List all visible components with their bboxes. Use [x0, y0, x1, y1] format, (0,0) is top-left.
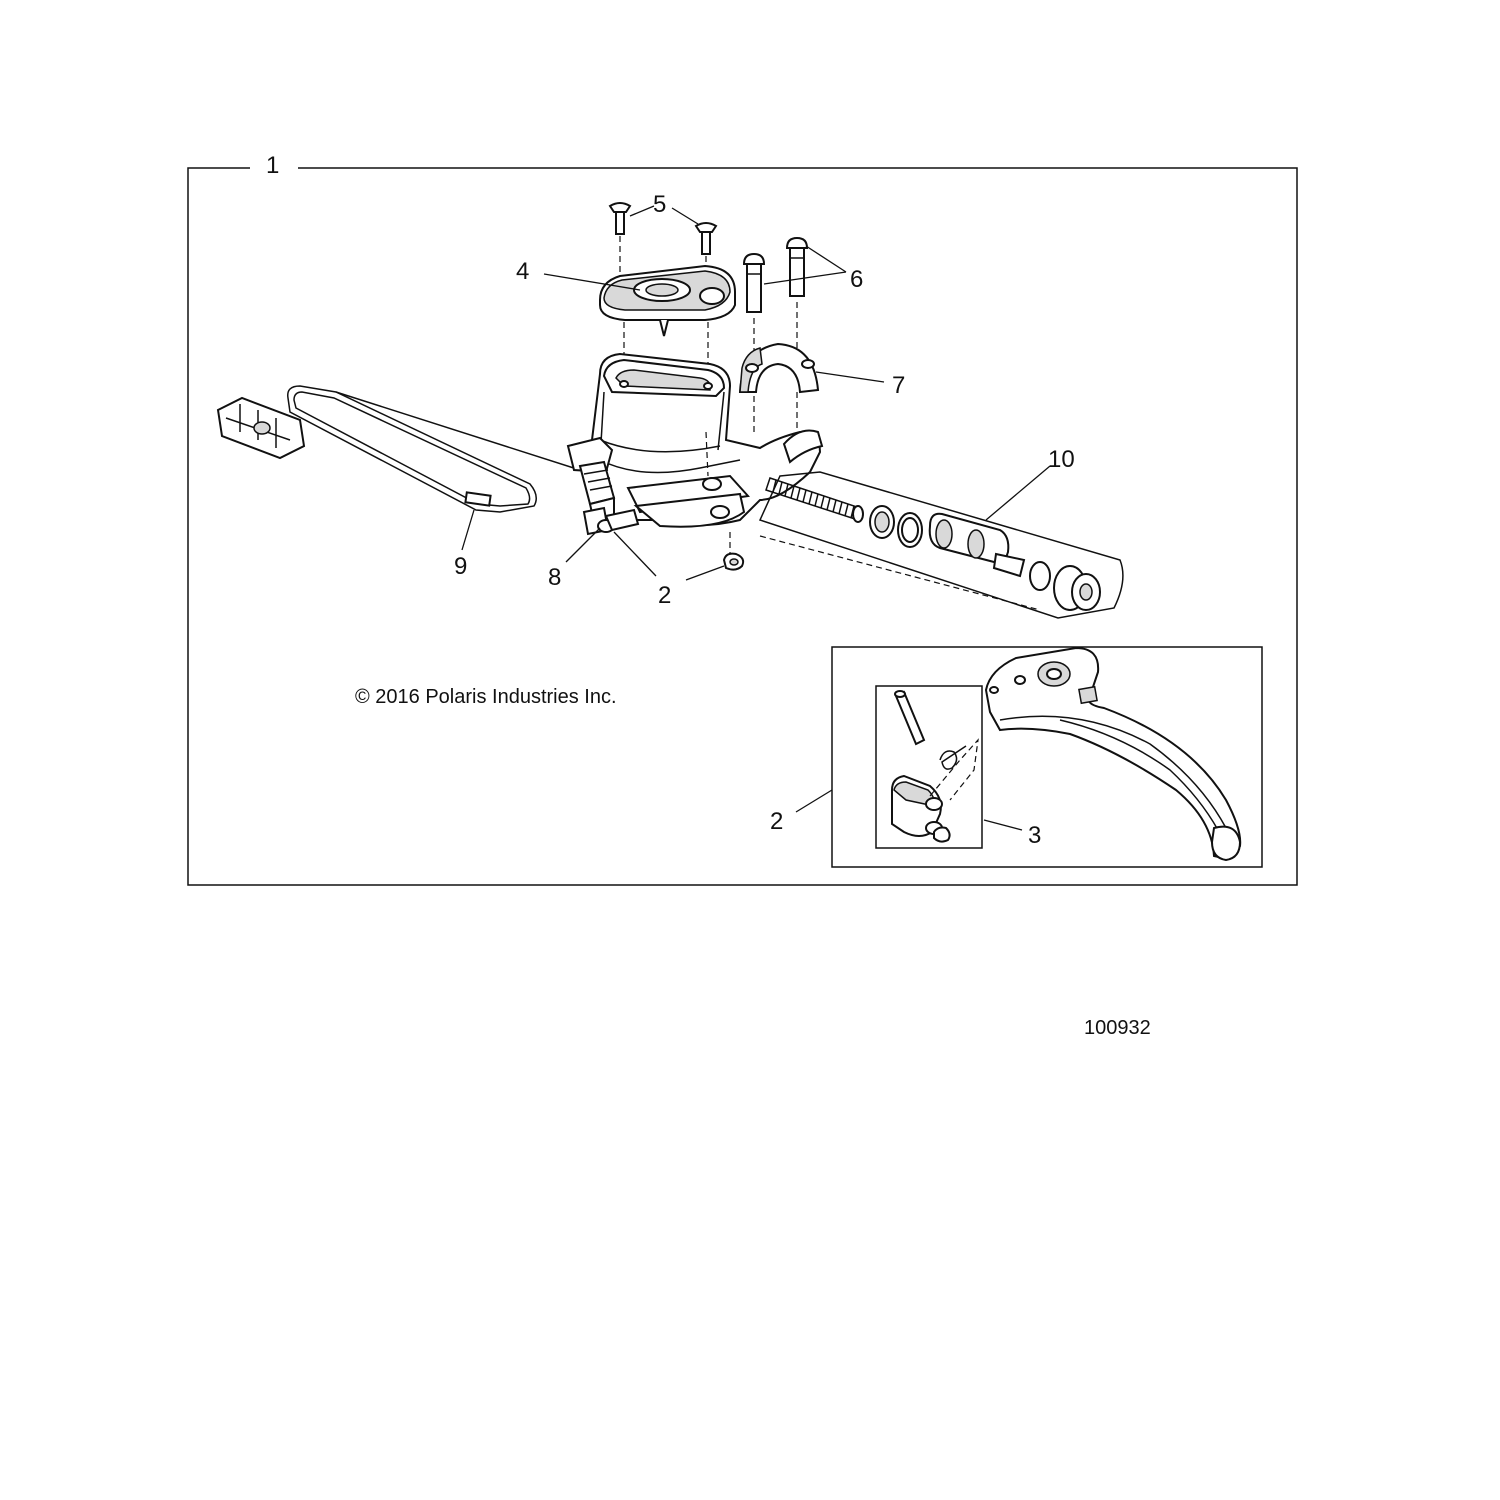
e-clip: [722, 552, 745, 571]
assembly-frame: [187, 167, 1298, 886]
master-cylinder-body: [590, 352, 824, 528]
callout-7: 7: [892, 372, 905, 399]
pivot-e-clip: [933, 826, 951, 843]
callout-3: 3: [1028, 822, 1041, 849]
callout-5: 5: [653, 191, 666, 218]
piston-retainer: [1053, 565, 1101, 611]
callout-10: 10: [1048, 446, 1075, 473]
piston-washer: [1029, 561, 1051, 591]
copyright-notice: © 2016 Polaris Industries Inc.: [355, 686, 617, 708]
clamp-bolt-left: [742, 252, 766, 313]
pivot-kit-inset-frame: [875, 685, 983, 849]
piston: [928, 512, 1026, 578]
brake-light-switch: [566, 436, 640, 536]
reservoir-cover: [599, 264, 736, 337]
callout-9: 9: [454, 553, 467, 580]
piston-kit-outline: [758, 471, 1124, 619]
piston-o-ring: [897, 512, 923, 548]
clamp-bolt-right: [785, 236, 809, 297]
callout-1: 1: [266, 152, 279, 179]
pivot-pin: [894, 690, 926, 746]
callout-8: 8: [548, 564, 561, 591]
piston-spring: [765, 477, 864, 523]
callout-2: 2: [658, 582, 671, 609]
callout-6: 6: [850, 266, 863, 293]
callout-2-inset: 2: [770, 808, 783, 835]
callout-4: 4: [516, 258, 529, 285]
brake-lever: [984, 646, 1242, 862]
piston-cup: [869, 505, 895, 539]
switch-harness: [216, 385, 581, 513]
lever-kit-inset-frame: [831, 646, 1263, 868]
cover-screw-right: [694, 222, 718, 255]
adjuster-block: [891, 774, 943, 837]
return-spring: [939, 745, 967, 770]
handlebar-clamp: [738, 342, 820, 394]
harness-connector: [216, 396, 306, 460]
diagram-code: 100932: [1084, 1017, 1151, 1039]
cover-screw-left: [608, 202, 632, 235]
